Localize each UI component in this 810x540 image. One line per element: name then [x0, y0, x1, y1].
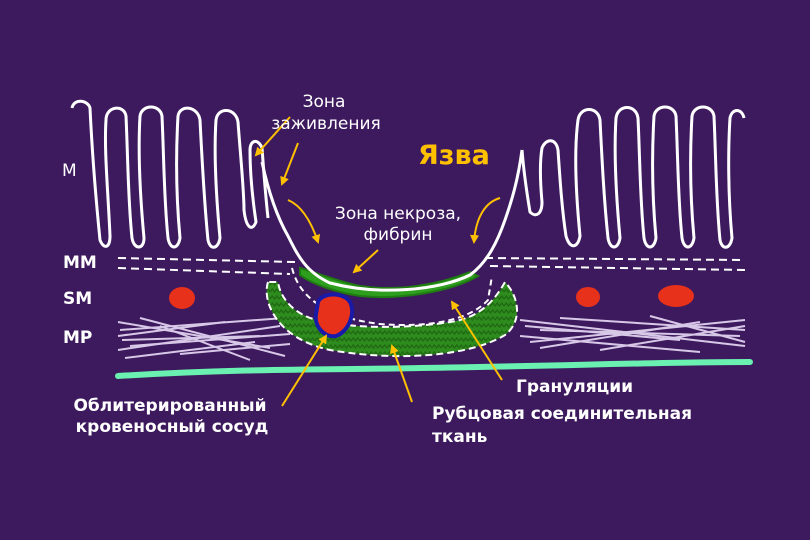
muscle-fibers-left — [117, 317, 291, 361]
vessel-label-line1: Облитерированный — [73, 396, 266, 416]
layer-label-mm: MM — [63, 253, 97, 273]
muscle-fibers-right — [519, 315, 746, 353]
healing-zone-label-line1: Зона — [303, 92, 346, 112]
layer-label-m: M — [62, 161, 77, 181]
blood-vessel-right-1 — [576, 287, 600, 307]
scar-tissue-label-line1: Рубцовая соединительная — [432, 404, 692, 424]
crater-dashed-boundary — [291, 267, 493, 326]
layer-label-mp: MP — [63, 328, 92, 348]
fibrin-layer — [299, 266, 481, 299]
obliterated-vessel — [313, 292, 355, 339]
annotation-arrows — [254, 116, 503, 407]
serosa-line — [115, 359, 753, 379]
necrosis-label-line2: фибрин — [363, 225, 432, 245]
necrosis-label-line1: Зона некроза, — [335, 204, 461, 224]
ulcer-title: Язва — [418, 140, 490, 171]
vessel-label-line2: кровеносный сосуд — [76, 417, 269, 437]
blood-vessel-right-2 — [658, 285, 694, 307]
layer-label-sm: SM — [63, 289, 92, 309]
mucosa-villi-left — [70, 99, 270, 249]
mucosa-villi-right — [520, 105, 746, 249]
granulation-label: Грануляции — [516, 377, 633, 397]
scar-tissue-label-line2: ткань — [432, 427, 487, 447]
blood-vessel-left — [169, 287, 195, 309]
healing-zone-label-line2: заживления — [271, 114, 381, 134]
muscularis-mucosae-left — [117, 257, 296, 275]
ulcer-crater-outline — [260, 149, 524, 292]
muscularis-mucosae-right — [484, 257, 746, 271]
